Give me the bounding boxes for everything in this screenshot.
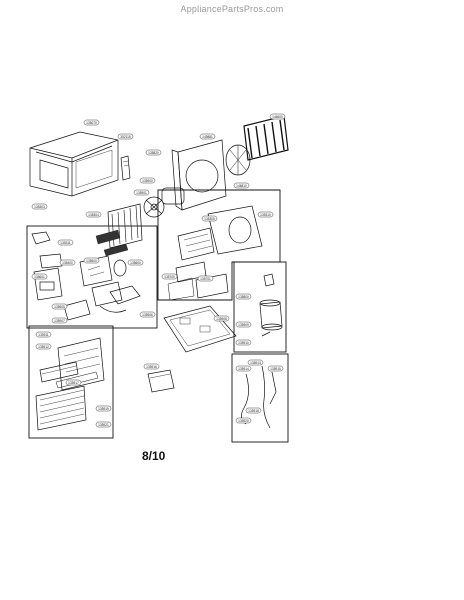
callout-tag: 135908 xyxy=(213,315,230,322)
condenser-coil xyxy=(243,115,289,161)
callout-tag: 135906 xyxy=(139,311,156,318)
callout-tag: 135600 xyxy=(127,259,144,266)
callout-tag: 146600 xyxy=(269,113,286,120)
svg-text:135601: 135601 xyxy=(34,275,45,279)
callout-tag: 135304 xyxy=(85,211,102,218)
callout-tag: 135911 xyxy=(35,331,52,338)
svg-text:135070: 135070 xyxy=(86,121,97,125)
callout-tag: 135907 xyxy=(51,317,68,324)
svg-text:135907: 135907 xyxy=(54,319,65,323)
callout-tag: 135901 xyxy=(133,189,150,196)
callout-tag: 135914 xyxy=(235,365,252,372)
svg-text:146600: 146600 xyxy=(272,115,283,119)
callout-tag: 135913 xyxy=(247,359,264,366)
svg-text:135303: 135303 xyxy=(34,205,45,209)
callout-tag: 135500 xyxy=(83,257,100,264)
callout-tag: 135920 xyxy=(235,417,252,424)
svg-text:135701: 135701 xyxy=(200,277,211,281)
compressor-box-outline xyxy=(233,261,287,353)
svg-text:135916: 135916 xyxy=(146,365,157,369)
svg-text:135400: 135400 xyxy=(62,261,73,265)
callout-tag: 135915 xyxy=(267,365,284,372)
svg-text:146810: 146810 xyxy=(236,184,247,188)
svg-text:135908: 135908 xyxy=(216,317,227,321)
callout-tags: 135070 352115 149881 146600 135820 13590… xyxy=(31,113,286,428)
callout-tag: 135601 xyxy=(31,273,48,280)
svg-text:135905: 135905 xyxy=(54,305,65,309)
compressor xyxy=(259,273,283,337)
callout-tag: 135918 xyxy=(245,407,262,414)
filter-strips xyxy=(95,229,129,257)
callout-tag: 352115 xyxy=(117,133,134,140)
svg-text:135310: 135310 xyxy=(260,213,271,217)
callout-tag: 135912 xyxy=(35,343,52,350)
front-grille xyxy=(35,337,105,431)
svg-text:135914: 135914 xyxy=(238,367,249,371)
svg-text:352115: 352115 xyxy=(120,135,131,139)
callout-tag: 135305 xyxy=(201,215,218,222)
callout-tag: 135900 xyxy=(139,177,156,184)
svg-text:135920: 135920 xyxy=(238,419,249,423)
callout-tag: 135303 xyxy=(31,203,48,210)
callout-tag: 135910 xyxy=(235,339,252,346)
remote-control xyxy=(120,155,131,181)
svg-text:135305: 135305 xyxy=(204,217,215,221)
base-pan xyxy=(163,305,237,353)
watermark: AppliancePartsPros.com xyxy=(180,4,284,14)
callout-tag: 135701 xyxy=(197,275,214,282)
control-box-outline xyxy=(26,225,158,329)
svg-text:135917: 135917 xyxy=(68,381,79,385)
tubing-box-outline xyxy=(231,353,289,443)
callout-tag: 135916 xyxy=(143,363,160,370)
svg-text:135911: 135911 xyxy=(38,333,49,337)
svg-text:149881: 149881 xyxy=(202,135,213,139)
callout-tag: 135070 xyxy=(83,119,100,126)
svg-text:135913: 135913 xyxy=(250,361,261,365)
svg-text:135901: 135901 xyxy=(136,191,147,195)
svg-text:135304: 135304 xyxy=(88,213,99,217)
callout-tag: 135310 xyxy=(257,211,274,218)
callout-tag: 149881 xyxy=(199,133,216,140)
svg-text:135600: 135600 xyxy=(130,261,141,265)
fan-shroud xyxy=(171,139,227,211)
callout-tag: 135800 xyxy=(235,293,252,300)
svg-text:135915: 135915 xyxy=(270,367,281,371)
callout-tag: 135400 xyxy=(59,259,76,266)
svg-text:135311: 135311 xyxy=(60,241,71,245)
svg-text:135909: 135909 xyxy=(238,323,249,327)
svg-text:135820: 135820 xyxy=(148,151,159,155)
svg-text:135900: 135900 xyxy=(142,179,153,183)
blower-housing xyxy=(167,205,263,301)
svg-text:135906: 135906 xyxy=(142,313,153,317)
svg-text:135910: 135910 xyxy=(238,341,249,345)
svg-text:135921: 135921 xyxy=(98,423,109,427)
callout-tag: 135917 xyxy=(65,379,82,386)
cabinet-case xyxy=(29,131,119,197)
callout-tag: 135909 xyxy=(235,321,252,328)
svg-text:135918: 135918 xyxy=(248,409,259,413)
callout-tag: 135905 xyxy=(51,303,68,310)
svg-text:135919: 135919 xyxy=(98,407,109,411)
callout-tag: 146810 xyxy=(233,182,250,189)
callout-tag: 135921 xyxy=(95,421,112,428)
center-assembly-outline xyxy=(157,189,281,301)
svg-text:135800: 135800 xyxy=(238,295,249,299)
front-grille-box-outline xyxy=(28,325,114,439)
control-components xyxy=(31,231,141,321)
fan-motor xyxy=(143,187,185,218)
callout-tag: 135820 xyxy=(145,149,162,156)
owners-manual xyxy=(147,369,175,393)
svg-text:135912: 135912 xyxy=(38,345,49,349)
callout-tag: 135311 xyxy=(57,239,74,246)
svg-text:135500: 135500 xyxy=(86,259,97,263)
callout-tag: 135919 xyxy=(95,405,112,412)
page-number: 8/10 xyxy=(142,449,166,463)
svg-text:135700: 135700 xyxy=(164,275,175,279)
callout-tag: 135700 xyxy=(161,273,178,280)
